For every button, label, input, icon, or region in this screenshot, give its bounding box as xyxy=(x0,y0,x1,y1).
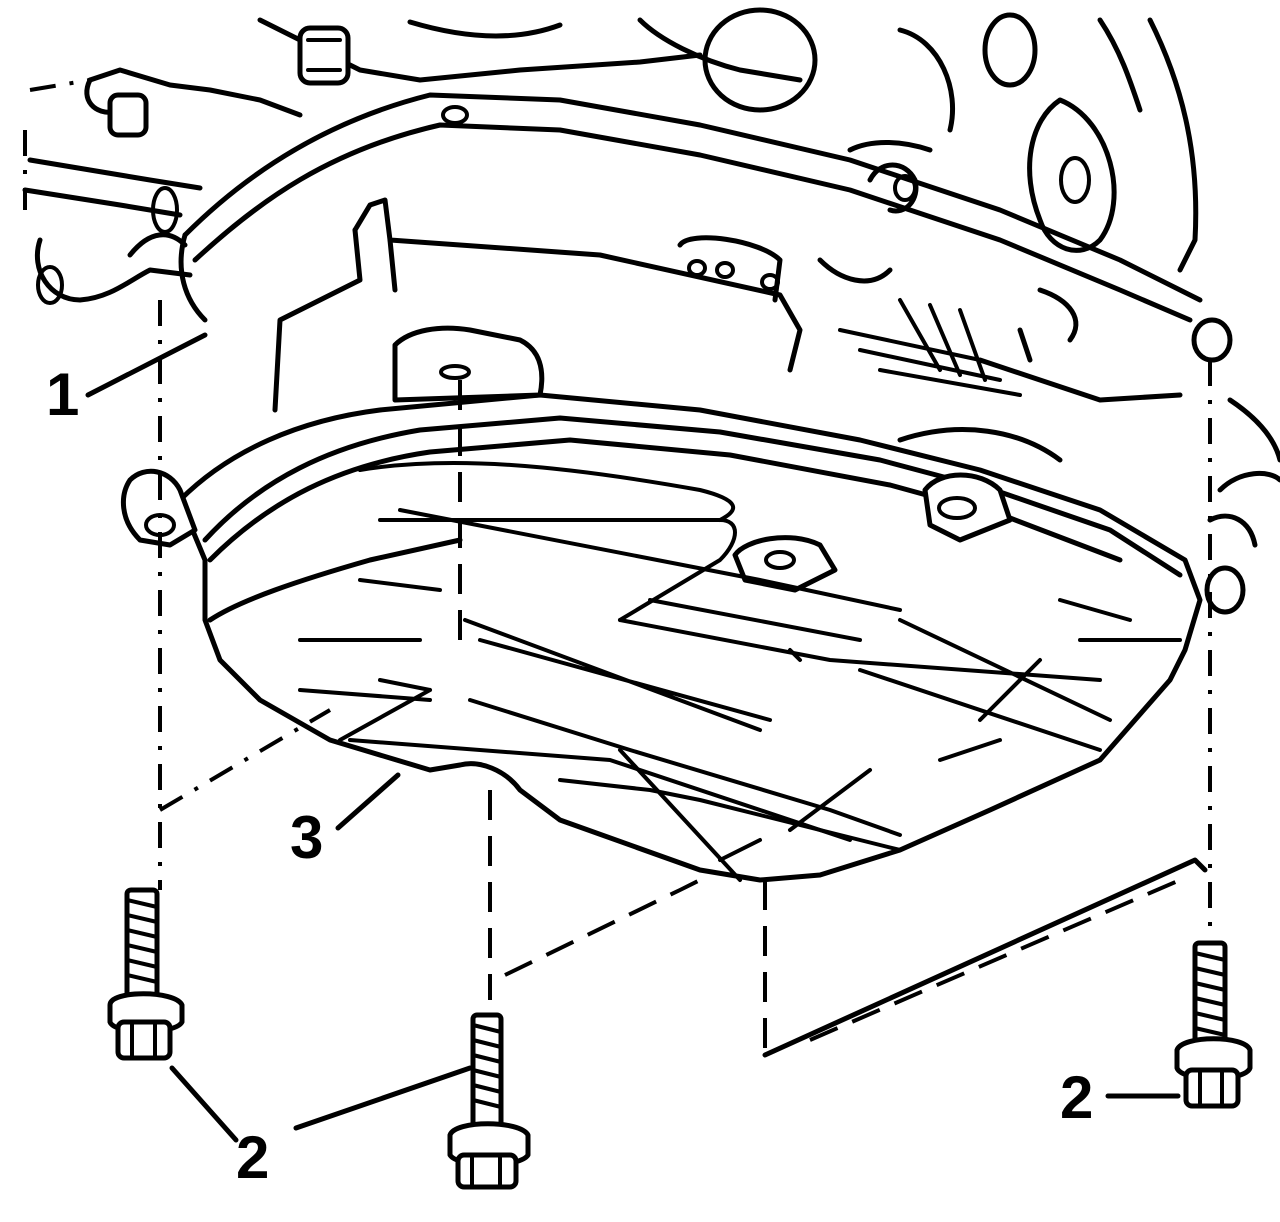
bolt-right xyxy=(1174,940,1253,1109)
assembly-lines xyxy=(23,78,1212,1058)
callout-1: 1 xyxy=(46,361,80,428)
leader-2b xyxy=(293,1065,473,1131)
bolt-left xyxy=(107,887,185,1061)
engine-block xyxy=(22,7,1280,615)
callout-2-right: 2 xyxy=(1060,1064,1094,1131)
callout-2-left: 2 xyxy=(236,1124,270,1191)
oil-pan xyxy=(120,325,1203,883)
leader-1 xyxy=(85,332,208,398)
leader-2a xyxy=(169,1065,239,1143)
leader-lines xyxy=(85,332,1181,1143)
leader-3 xyxy=(335,772,401,831)
bolt-center xyxy=(447,1012,531,1190)
callout-3: 3 xyxy=(290,804,324,871)
